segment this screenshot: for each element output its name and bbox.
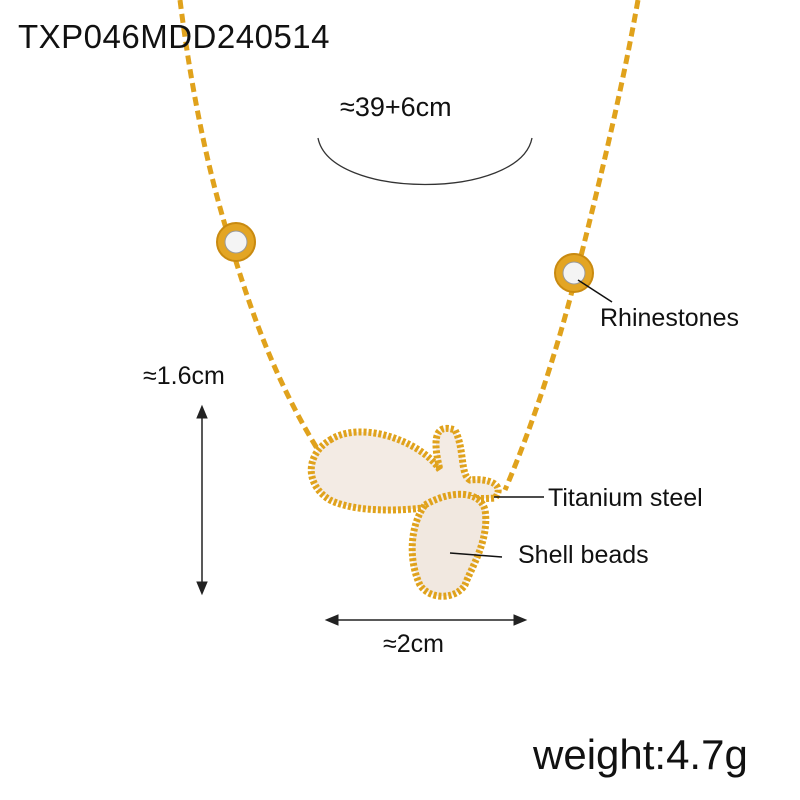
chain-right [502,0,641,491]
length-arc [317,137,533,186]
shell-pointer [449,552,503,558]
rhinestone-right [554,253,594,293]
width-arrow [324,614,528,626]
product-code: TXP046MDD240514 [18,18,331,55]
pendant-height-label: ≈1.6cm [143,362,225,390]
butterfly-pendant [307,424,502,600]
pendant-width-label: ≈2cm [383,630,444,658]
chain-length-label: ≈39+6cm [340,92,452,122]
shell-beads-label: Shell beads [518,541,649,569]
rhinestone-left [216,222,256,262]
weight-label: weight:4.7g [533,731,748,778]
height-arrow [196,404,208,596]
rhinestones-label: Rhinestones [600,304,739,332]
titanium-steel-label: Titanium steel [548,484,703,512]
rhinestones-pointer [577,279,613,303]
